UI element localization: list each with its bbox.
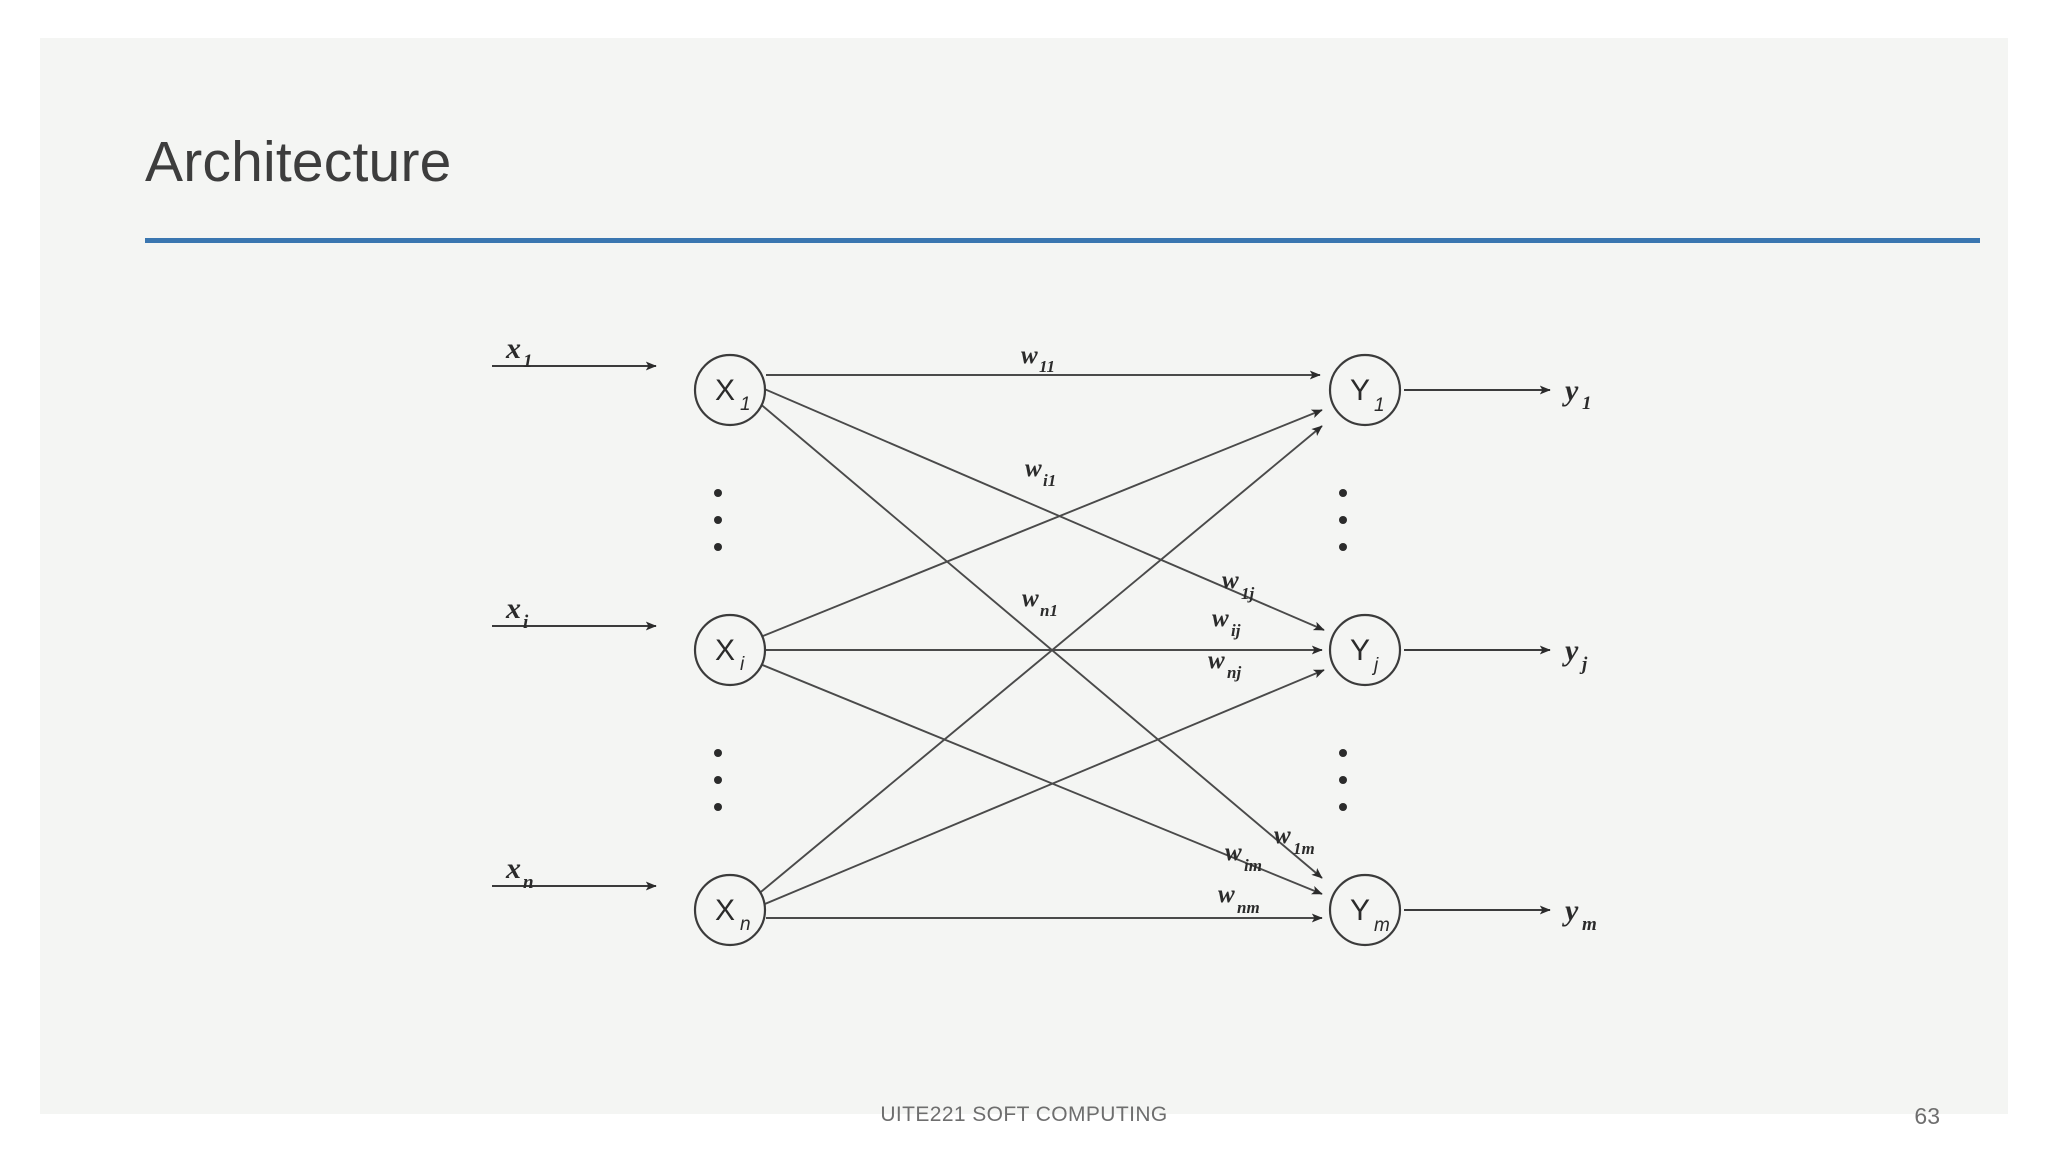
connection-xn-yj — [759, 669, 1325, 907]
footer-course-label: UITE221 SOFT COMPUTING — [880, 1103, 1168, 1126]
weight-w11-sub: 11 — [1039, 357, 1055, 376]
weight-w1m-sub: 1m — [1293, 839, 1315, 858]
weight-w11-base: w — [1021, 342, 1038, 369]
output-node-y1[interactable]: Y 1 — [1328, 353, 1402, 427]
weight-label-wnj: w nj — [1208, 647, 1241, 682]
output-signal-y1-base: y — [1562, 374, 1579, 407]
input-node-xn-subscript: n — [740, 914, 751, 935]
output-signal-y1-sub: 1 — [1582, 393, 1592, 414]
weight-label-w11: w 11 — [1021, 342, 1055, 376]
input-node-x1[interactable]: X 1 — [693, 353, 767, 427]
input-signal-xi-base: x — [505, 592, 521, 625]
weight-label-w1m: w 1m — [1274, 822, 1315, 858]
weight-label-wnm: w nm — [1218, 881, 1260, 917]
input-node-xi-subscript: i — [740, 654, 745, 675]
input-node-x1-label: X — [715, 374, 735, 407]
output-node-ym-subscript: m — [1374, 915, 1390, 936]
connection-xi-y1 — [757, 409, 1323, 639]
output-signal-label-yj: y j — [1562, 634, 1588, 675]
input-signal-xn-sub: n — [523, 872, 534, 893]
input-signal-label-x1: x 1 — [505, 332, 533, 372]
weight-wn1-base: w — [1022, 585, 1039, 612]
input-signal-label-xi: x i — [505, 592, 529, 633]
connection-xn-y1 — [755, 425, 1323, 897]
weight-wnm-sub: nm — [1237, 898, 1260, 917]
weight-wij-sub: ij — [1231, 621, 1241, 640]
input-node-xn[interactable]: X n — [693, 873, 767, 947]
weight-wnj-sub: nj — [1227, 663, 1241, 682]
output-node-ym-label: Y — [1350, 894, 1370, 927]
weight-w1j-base: w — [1222, 567, 1239, 594]
weight-w1m-base: w — [1274, 822, 1291, 849]
neural-network-diagram: X 1 X i X n Y 1 Y j — [40, 38, 2008, 1114]
weight-wim-base: w — [1225, 839, 1242, 866]
input-column-ellipsis-upper — [714, 489, 722, 551]
weight-label-wi1: w i1 — [1025, 455, 1056, 490]
output-column-ellipsis-lower — [1339, 749, 1347, 811]
output-column-ellipsis-upper — [1339, 489, 1347, 551]
input-node-xi[interactable]: X i — [693, 613, 767, 687]
weight-wi1-base: w — [1025, 455, 1042, 482]
output-signal-label-y1: y 1 — [1562, 374, 1592, 414]
weight-label-wim: w im — [1225, 839, 1262, 875]
output-node-y1-subscript: 1 — [1374, 395, 1385, 416]
input-signal-label-xn: x n — [505, 852, 534, 893]
output-node-yj-label: Y — [1350, 634, 1370, 667]
weight-label-w1j: w 1j — [1222, 567, 1255, 603]
weight-w1j-sub: 1j — [1241, 584, 1255, 603]
weight-wnj-base: w — [1208, 647, 1225, 674]
weight-wij-base: w — [1212, 605, 1229, 632]
weight-wn1-sub: n1 — [1040, 601, 1058, 620]
output-signal-ym-sub: m — [1582, 914, 1597, 935]
output-node-yj-subscript: j — [1371, 655, 1379, 676]
input-signal-xi-sub: i — [523, 612, 529, 633]
output-signal-yj-base: y — [1562, 634, 1579, 667]
output-node-ym[interactable]: Y m — [1328, 873, 1402, 947]
weight-label-wij: w ij — [1212, 605, 1241, 640]
connection-x1-yj — [761, 387, 1325, 631]
input-node-xn-label: X — [715, 894, 735, 927]
weight-label-wn1: w n1 — [1022, 585, 1058, 620]
output-signal-ym-base: y — [1562, 894, 1579, 927]
weight-wim-sub: im — [1244, 856, 1262, 875]
title-block: Architecture — [145, 130, 1845, 194]
output-node-y1-label: Y — [1350, 374, 1370, 407]
input-node-xi-label: X — [715, 634, 735, 667]
connection-x1-ym — [757, 401, 1323, 879]
input-signal-xn-base: x — [505, 852, 521, 885]
weight-wi1-sub: i1 — [1043, 471, 1056, 490]
input-node-x1-subscript: 1 — [740, 394, 751, 415]
output-signal-label-ym: y m — [1562, 894, 1597, 935]
slide-canvas: Architecture — [40, 38, 2008, 1129]
input-signal-x1-sub: 1 — [523, 351, 533, 372]
input-column-ellipsis-lower — [714, 749, 722, 811]
title-divider-rule — [145, 238, 1980, 243]
output-node-yj[interactable]: Y j — [1328, 613, 1402, 687]
connection-xi-ym — [759, 663, 1323, 895]
output-signal-yj-sub: j — [1579, 654, 1588, 675]
input-signal-x1-base: x — [505, 332, 521, 365]
page-title: Architecture — [145, 130, 452, 194]
weight-wnm-base: w — [1218, 881, 1235, 908]
footer-page-number: 63 — [1914, 1103, 1940, 1129]
